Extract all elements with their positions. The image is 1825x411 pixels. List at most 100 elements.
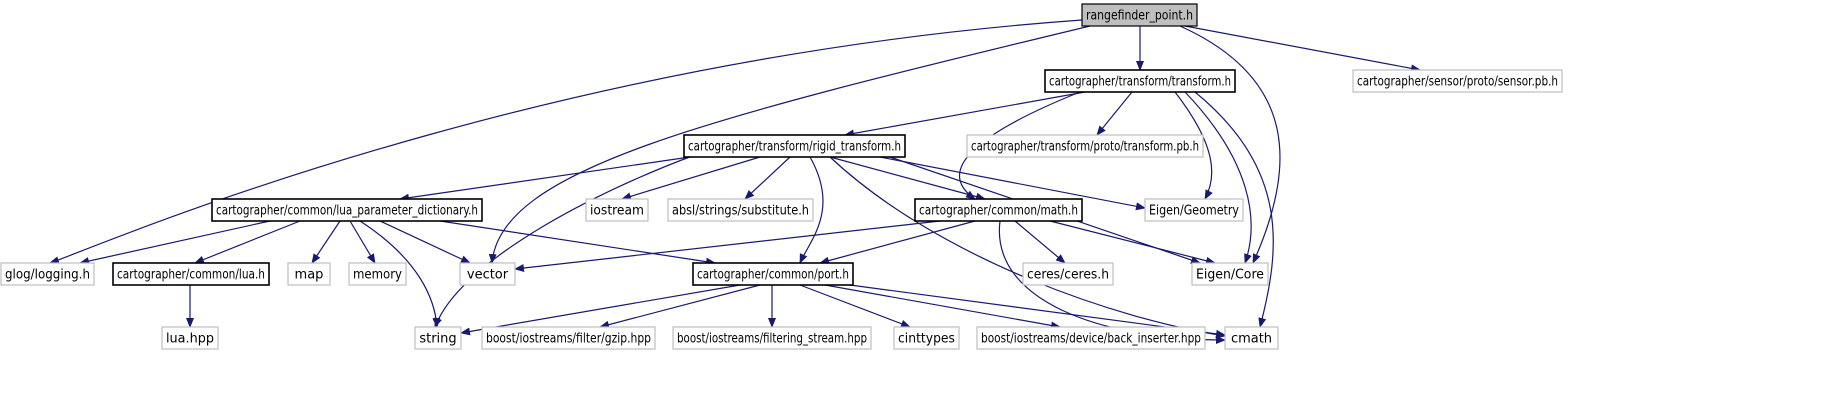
- edge-port-to-back_inserter: [824, 284, 1061, 330]
- node-cmath: cmath: [1224, 326, 1279, 350]
- node-label: map: [295, 268, 324, 283]
- node-box: [1224, 326, 1279, 350]
- node-label: cartographer/common/port.h: [697, 268, 849, 283]
- node-label: glog/logging.h: [5, 268, 90, 283]
- node-port[interactable]: cartographer/common/port.h: [692, 262, 854, 286]
- node-label: cartographer/common/lua.h: [117, 268, 265, 283]
- node-label: lua.hpp: [166, 332, 214, 347]
- node-math[interactable]: cartographer/common/math.h: [914, 198, 1083, 222]
- node-box: [414, 326, 462, 350]
- node-box: [672, 326, 872, 350]
- node-label: cartographer/transform/rigid_transform.h: [688, 140, 901, 155]
- node-label: Eigen/Geometry: [1149, 204, 1239, 219]
- edge-layer: [49, 19, 1421, 344]
- node-box: [1144, 198, 1244, 222]
- node-label: vector: [467, 268, 509, 283]
- node-box: [348, 262, 407, 286]
- node-box: [481, 326, 656, 350]
- node-label: cartographer/common/math.h: [919, 204, 1078, 219]
- node-sensor-pb: cartographer/sensor/proto/sensor.pb.h: [1352, 69, 1563, 93]
- node-layer: rangefinder_point.h cartographer/transfor…: [0, 3, 1563, 350]
- node-transform[interactable]: cartographer/transform/transform.h: [1044, 69, 1236, 93]
- node-label: rangefinder_point.h: [1086, 9, 1193, 24]
- node-box: [287, 262, 331, 286]
- node-string: string: [414, 326, 462, 350]
- node-box: [211, 198, 483, 222]
- node-label: absl/strings/substitute.h: [672, 204, 809, 219]
- node-ceres: ceres/ceres.h: [1022, 262, 1114, 286]
- edge-math-to-vector: [514, 220, 941, 272]
- node-label: cinttypes: [898, 332, 955, 347]
- edge-rangefinder_point-to-sensor_pb: [1184, 25, 1421, 73]
- node-rangefinder-point[interactable]: rangefinder_point.h: [1081, 3, 1198, 27]
- edge-rigid_transform-to-math: [829, 156, 986, 201]
- node-vector: vector: [459, 262, 516, 286]
- node-box: [161, 326, 219, 350]
- edge-lua_param_dict-to-string: [359, 220, 441, 328]
- node-box: [966, 134, 1204, 158]
- node-iostream: iostream: [585, 198, 649, 222]
- node-label: memory: [353, 268, 402, 283]
- node-box: [1044, 69, 1236, 93]
- edge-rigid_transform-to-string: [434, 154, 696, 328]
- node-eigen-geometry: Eigen/Geometry: [1144, 198, 1244, 222]
- node-glog: glog/logging.h: [0, 262, 95, 286]
- node-label: cartographer/sensor/proto/sensor.pb.h: [1357, 75, 1558, 90]
- node-cinttypes: cinttypes: [893, 326, 960, 350]
- node-rigid-transform[interactable]: cartographer/transform/rigid_transform.h: [683, 134, 906, 158]
- node-label: ceres/ceres.h: [1027, 268, 1109, 283]
- node-box: [585, 198, 649, 222]
- node-box: [683, 134, 906, 158]
- node-transform-pb: cartographer/transform/proto/transform.p…: [966, 134, 1204, 158]
- edge-lua_param_dict-to-port: [439, 220, 716, 266]
- node-box: [112, 262, 270, 286]
- edge-port-to-cinttypes: [799, 284, 911, 328]
- edge-rigid_transform-to-port: [799, 156, 824, 264]
- edge-transform-to-transform_pb: [1096, 91, 1133, 136]
- node-substitute: absl/strings/substitute.h: [667, 198, 814, 222]
- edge-math-to-eigen_core: [1049, 220, 1216, 265]
- node-box: [1022, 262, 1114, 286]
- node-label: boost/iostreams/device/back_inserter.hpp: [981, 332, 1201, 347]
- edge-lua_param_dict-to-vector: [379, 220, 471, 264]
- edge-rigid_transform-to-lua_param_dict: [399, 156, 691, 202]
- node-lua-h[interactable]: cartographer/common/lua.h: [112, 262, 270, 286]
- edge-transform-to-eigen_core: [1184, 91, 1252, 264]
- node-label: iostream: [590, 204, 644, 219]
- edge-rigid_transform-to-substitute: [744, 156, 791, 200]
- node-label: cartographer/transform/transform.h: [1049, 75, 1231, 90]
- node-eigen-core: Eigen/Core: [1191, 262, 1269, 286]
- edge-transform-to-eigen_geometry: [1174, 91, 1213, 200]
- node-label: cartographer/common/lua_parameter_dictio…: [216, 204, 478, 219]
- node-lua-param-dict[interactable]: cartographer/common/lua_parameter_dictio…: [211, 198, 483, 222]
- edge-lua_param_dict-to-memory: [349, 220, 376, 264]
- edge-math-to-ceres: [1014, 220, 1066, 264]
- node-back-inserter: boost/iostreams/device/back_inserter.hpp: [976, 326, 1206, 350]
- edge-rigid_transform-to-eigen_geometry: [879, 156, 1146, 211]
- node-box: [667, 198, 814, 222]
- node-box: [1081, 3, 1198, 27]
- edge-lua_param_dict-to-glog: [79, 220, 271, 265]
- edge-rangefinder_point-to-glog: [49, 19, 1083, 265]
- node-map: map: [287, 262, 331, 286]
- node-box: [914, 198, 1083, 222]
- edge-lua_param_dict-to-map: [311, 220, 341, 264]
- edge-port-to-string: [460, 284, 741, 336]
- node-box: [893, 326, 960, 350]
- node-label: Eigen/Core: [1196, 268, 1264, 283]
- node-gzip: boost/iostreams/filter/gzip.hpp: [481, 326, 656, 350]
- node-box: [1191, 262, 1269, 286]
- node-filtering-stream: boost/iostreams/filtering_stream.hpp: [672, 326, 872, 350]
- node-label: boost/iostreams/filtering_stream.hpp: [677, 332, 867, 347]
- edge-port-to-gzip: [599, 284, 761, 329]
- node-lua-hpp: lua.hpp: [161, 326, 219, 350]
- node-box: [459, 262, 516, 286]
- node-box: [0, 262, 95, 286]
- edge-math-to-port: [819, 220, 976, 265]
- edge-rangefinder_point-to-vector: [488, 25, 1091, 264]
- node-memory: memory: [348, 262, 407, 286]
- node-label: boost/iostreams/filter/gzip.hpp: [486, 332, 651, 347]
- edge-rigid_transform-to-iostream: [621, 156, 761, 201]
- node-box: [692, 262, 854, 286]
